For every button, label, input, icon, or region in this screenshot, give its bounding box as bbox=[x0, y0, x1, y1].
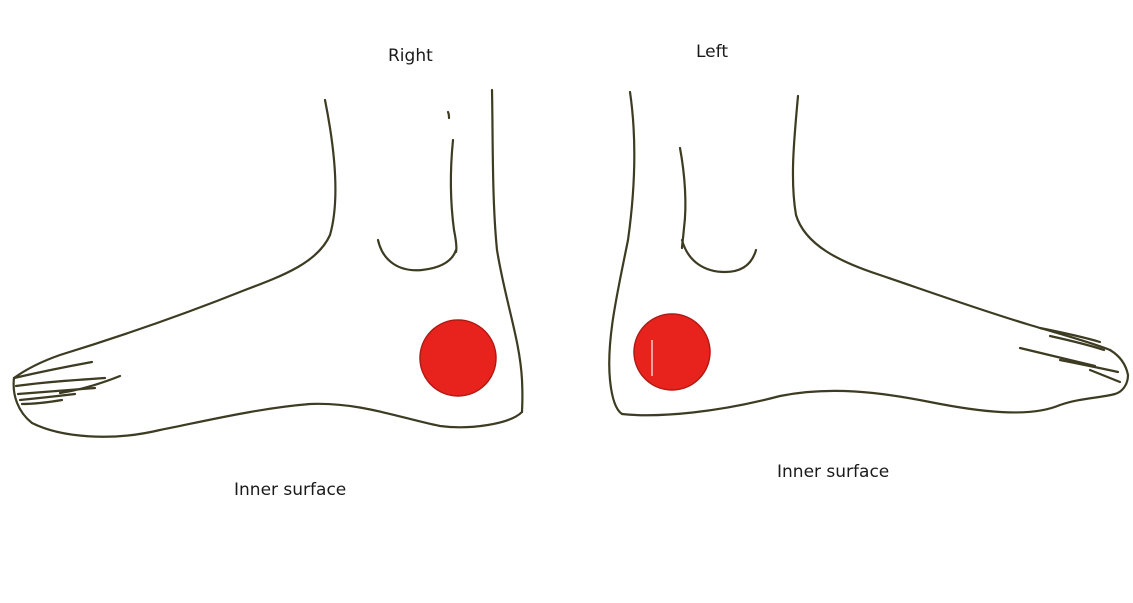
pain-markers bbox=[420, 314, 710, 396]
right-inner-surface-caption: Inner surface bbox=[234, 480, 346, 500]
right-foot-label: Right bbox=[388, 46, 433, 66]
left-heel-marker bbox=[634, 314, 710, 390]
left-inner-surface-caption: Inner surface bbox=[777, 462, 889, 482]
right-heel-marker bbox=[420, 320, 496, 396]
left-foot-label: Left bbox=[696, 42, 728, 62]
